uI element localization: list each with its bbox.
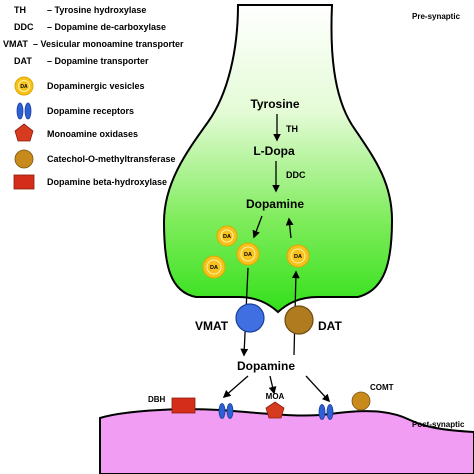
- legend-abbr-th: TH: [14, 5, 26, 15]
- dbh-enzyme: [171, 397, 196, 414]
- postsynaptic-label: Post-synaptic: [412, 420, 465, 429]
- legend-comt-label: Catechol-O-methyltransferase: [47, 154, 176, 164]
- vesicle-legend-glyph: DA: [20, 84, 28, 90]
- vesicle: DA: [216, 225, 238, 247]
- vmat-label: VMAT: [195, 319, 229, 333]
- vesicle-legend-icon: DA: [14, 76, 34, 96]
- vesicle-text: DA: [294, 254, 302, 260]
- th-label: TH: [286, 124, 298, 134]
- legend-abbr-vmat: VMAT: [3, 39, 28, 49]
- legend-receptors-label: Dopamine receptors: [47, 106, 134, 116]
- legend-mao-label: Monoamine oxidases: [47, 129, 138, 139]
- pentagon-legend-icon: [14, 123, 34, 142]
- dat-to-dopamine-arrow: [285, 217, 294, 239]
- legend-desc-th: – Tyrosine hydroxylase: [47, 5, 146, 15]
- ldopa-label: L-Dopa: [253, 144, 295, 158]
- vesicle: DA: [286, 244, 310, 268]
- ddc-label: DDC: [286, 170, 306, 180]
- synaptic-dopamine-label: Dopamine: [237, 359, 295, 373]
- comt-legend-icon: [14, 149, 34, 169]
- tyrosine-label: Tyrosine: [250, 97, 299, 111]
- dbh-legend-icon: [13, 174, 35, 190]
- dopamine-receptor: [218, 403, 234, 419]
- legend-abbr-ddc: DDC: [14, 22, 34, 32]
- legend: TH – Tyrosine hydroxylase DDC – Dopamine…: [3, 5, 184, 190]
- dopamine-receptor: [318, 404, 334, 420]
- comt-label: COMT: [370, 383, 394, 392]
- vesicle-text: DA: [210, 265, 218, 271]
- legend-abbr-dat: DAT: [14, 56, 32, 66]
- dopamine-to-receptor-arrow: [222, 375, 249, 399]
- presynaptic-terminal: [162, 4, 394, 314]
- dopamine-label: Dopamine: [246, 197, 304, 211]
- dopamine-to-mao-arrow: [268, 375, 277, 395]
- dopamine-to-comt-arrow: [305, 375, 331, 403]
- legend-vesicles-label: Dopaminergic vesicles: [47, 81, 145, 91]
- legend-desc-vmat: – Vesicular monoamine transporter: [33, 39, 184, 49]
- dat-transporter: [284, 305, 314, 335]
- receptor-legend-icon: [16, 102, 32, 120]
- vesicle-text: DA: [244, 252, 252, 258]
- dbh-label: DBH: [148, 395, 166, 404]
- comt-enzyme: [351, 391, 371, 411]
- moa-label: MOA: [266, 392, 285, 401]
- dopamine-to-vesicle-arrow: [252, 215, 263, 239]
- moa-enzyme: [265, 401, 285, 419]
- vmat-transporter: [235, 303, 265, 333]
- legend-desc-ddc: – Dopamine de-carboxylase: [47, 22, 166, 32]
- legend-desc-dat: – Dopamine transporter: [47, 56, 149, 66]
- vesicle: DA: [236, 242, 260, 266]
- vesicle: DA: [202, 255, 226, 279]
- vesicle-text: DA: [223, 234, 231, 240]
- presynaptic-label: Pre-synaptic: [412, 12, 461, 21]
- postsynaptic-membrane: [99, 408, 474, 474]
- legend-dbh-label: Dopamine beta-hydroxylase: [47, 177, 167, 187]
- dat-label: DAT: [318, 319, 342, 333]
